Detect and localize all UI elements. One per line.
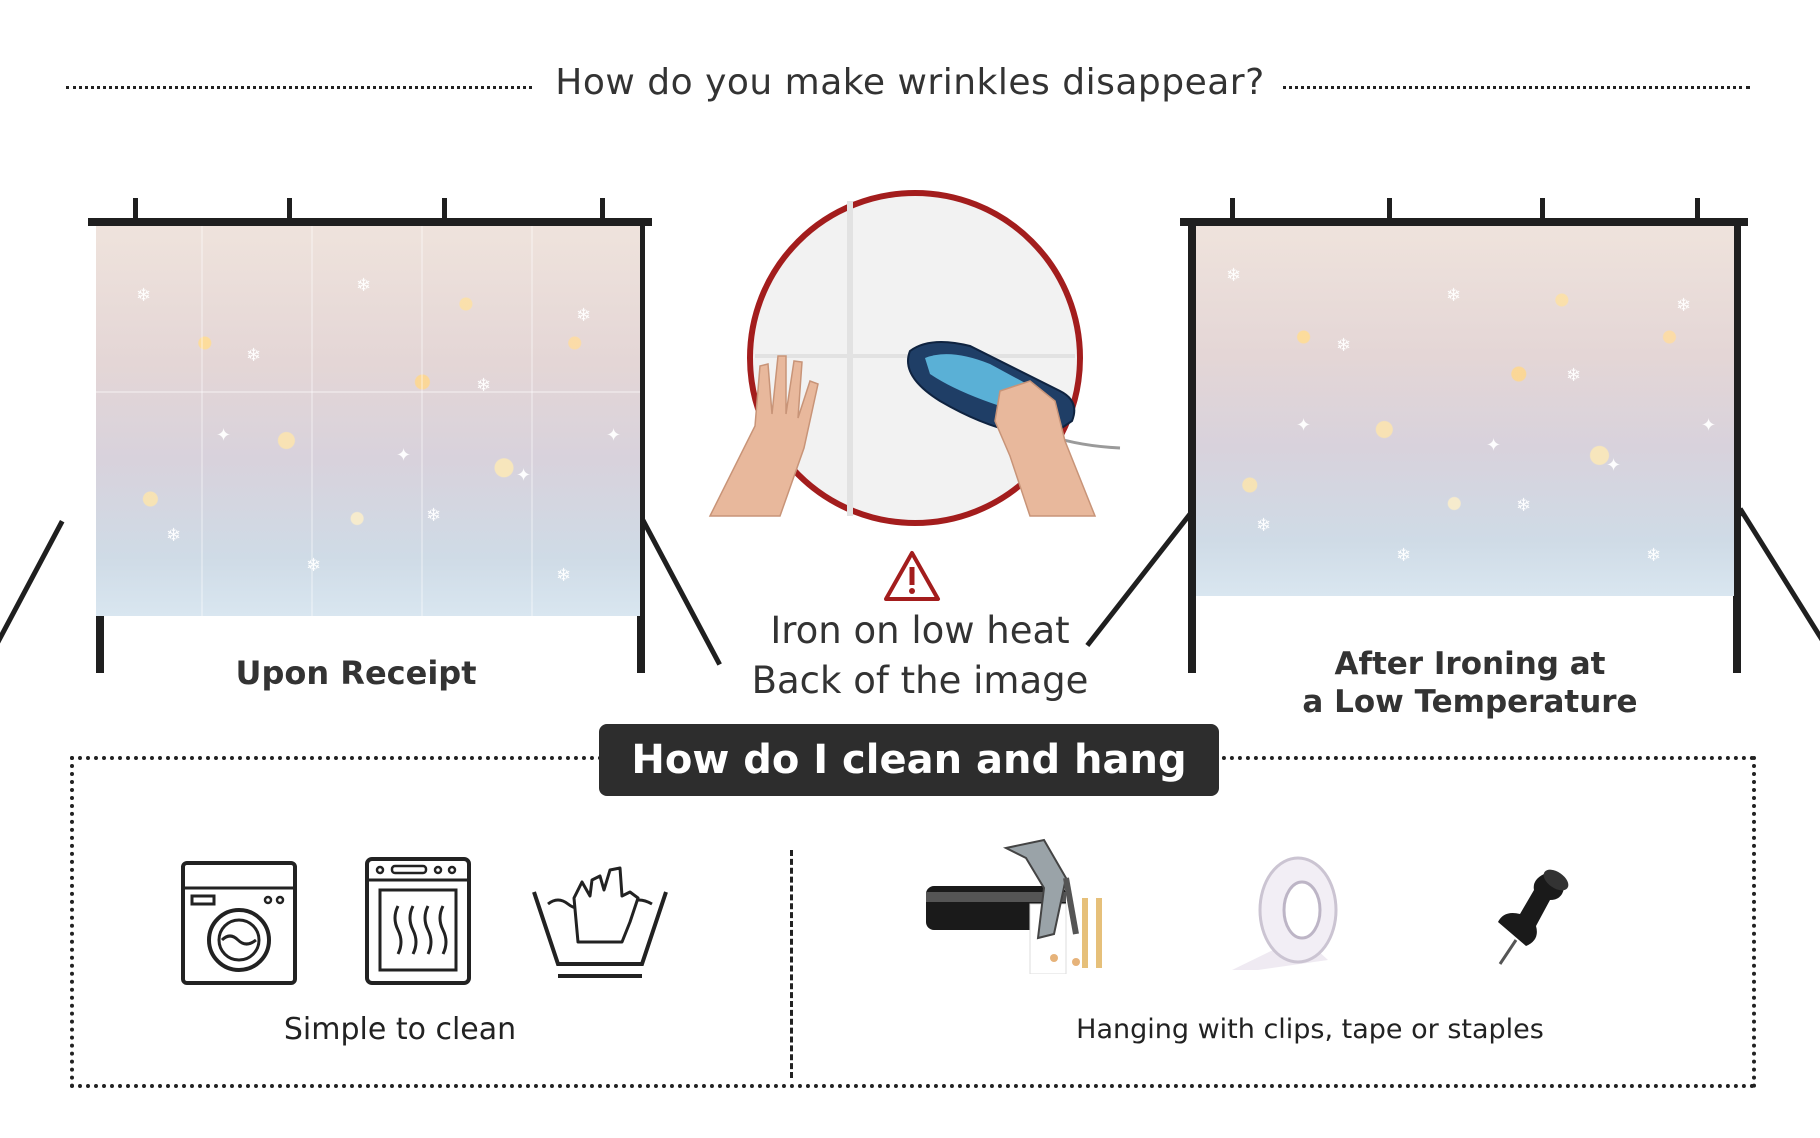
clip-icon — [926, 838, 1126, 975]
iron-line-2: Back of the image — [751, 659, 1089, 702]
care-box-divider — [790, 850, 793, 1078]
hand-wash-icon — [530, 852, 670, 984]
clean-caption: Simple to clean — [283, 1012, 517, 1047]
header-right-divider — [1276, 86, 1750, 89]
after-label-line-2: a Low Temperature — [1302, 684, 1638, 720]
page-title: How do you make wrinkles disappear? — [0, 62, 1820, 103]
warning-icon — [883, 550, 941, 602]
hang-caption: Hanging with clips, tape or staples — [1076, 1014, 1544, 1045]
header-left-divider — [66, 86, 532, 89]
tape-icon — [1228, 852, 1346, 972]
iron-line-1: Iron on low heat — [770, 609, 1070, 652]
after-label: After Ironing at a Low Temperature — [1240, 645, 1700, 721]
iron-instructions: Iron on low heat Back of the image — [700, 606, 1140, 706]
ironing-illustration — [700, 186, 1140, 536]
before-label: Upon Receipt — [235, 654, 477, 692]
push-pin-icon — [1484, 860, 1578, 972]
care-title: How do I clean and hang it? — [599, 724, 1219, 855]
washing-machine-icon — [180, 860, 298, 986]
right-hand-icon — [994, 380, 1097, 517]
oven-dryer-icon — [362, 856, 474, 986]
before-backdrop-image: ❄ ❄ ❄ ❄ ❄ ❄ ❄ ❄ ❄ ✦ ✦ ✦ ✦ — [96, 226, 640, 616]
left-hand-icon — [708, 355, 819, 517]
after-backdrop-image: ❄ ❄ ❄ ❄ ❄ ❄ ❄ ❄ ❄ ✦ ✦ ✦ ✦ — [1196, 226, 1734, 596]
after-label-line-1: After Ironing at — [1334, 646, 1606, 682]
